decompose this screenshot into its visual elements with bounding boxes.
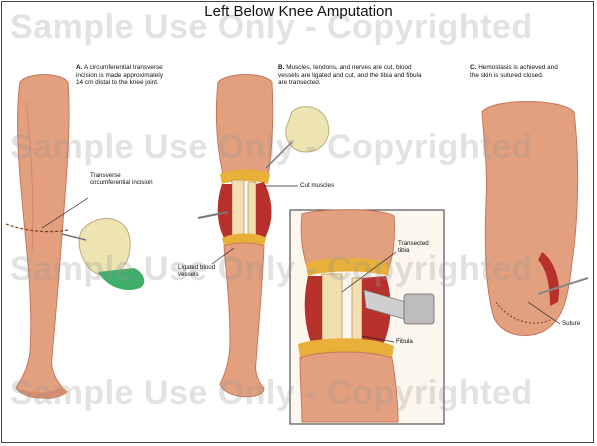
panel-c-description: C. Hemostasis is achieved and the skin i… xyxy=(470,64,562,79)
panel-b-leg xyxy=(198,75,273,397)
watermark: Sample Use Only - Copyrighted xyxy=(10,250,533,289)
label-transverse-incision: Transverse circumferential incision xyxy=(90,172,154,186)
label-transected-tibia: Transected tibia xyxy=(398,240,438,254)
watermark: Sample Use Only - Copyrighted xyxy=(10,374,533,413)
panel-a-description: A. A circumferential transverse incision… xyxy=(76,64,164,87)
label-suture: Suture xyxy=(562,320,592,327)
panel-b-description: B. Muscles, tendons, and nerves are cut,… xyxy=(278,64,426,87)
panel-a-letter: A. xyxy=(76,64,82,71)
panel-c-letter: C. xyxy=(470,64,476,71)
watermark: Sample Use Only - Copyrighted xyxy=(10,128,533,167)
page-title: Left Below Knee Amputation xyxy=(2,3,595,20)
label-cut-muscles: Cut muscles xyxy=(300,182,360,189)
panel-c-text: Hemostasis is achieved and the skin is s… xyxy=(470,64,558,79)
label-fibula: Fibula xyxy=(396,338,436,345)
label-ligated-vessels: Ligated blood vessels xyxy=(178,264,218,278)
panel-a-text: A circumferential transverse incision is… xyxy=(76,64,163,86)
panel-b-letter: B. xyxy=(278,64,284,71)
panel-a-leg xyxy=(6,75,69,399)
panel-b-text: Muscles, tendons, and nerves are cut, bl… xyxy=(278,64,422,86)
